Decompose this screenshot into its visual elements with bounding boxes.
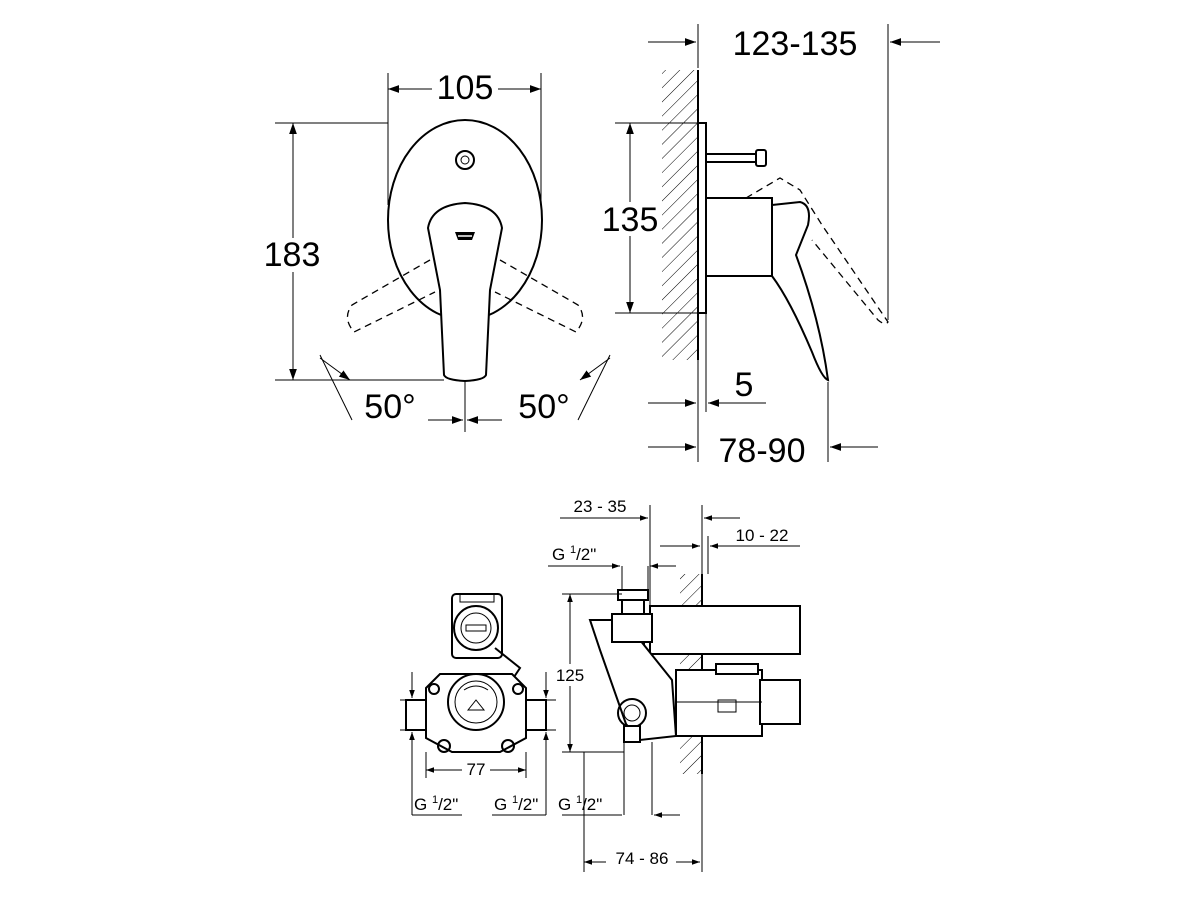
lever-side bbox=[771, 200, 830, 382]
body-width-label: 77 bbox=[467, 760, 486, 779]
angle-right-label: 50° bbox=[518, 388, 569, 426]
plate-depth-label: 5 bbox=[735, 366, 754, 404]
diverter-knob-inner bbox=[460, 155, 470, 165]
body-side-view: 23 - 35 10 - 22 G 1/2" 125 G 1/2" bbox=[548, 497, 801, 872]
projection-label: 123-135 bbox=[733, 25, 858, 63]
thread-left-label: G 1/2" bbox=[414, 794, 458, 814]
depth-top-label: 23 - 35 bbox=[574, 497, 627, 516]
diverter-knob bbox=[455, 150, 475, 170]
angle-left-label: 50° bbox=[364, 388, 415, 426]
top-outlet-disc bbox=[453, 605, 499, 651]
lever-side-dashed bbox=[745, 177, 889, 325]
cartridge-block bbox=[675, 669, 763, 737]
height-label: 183 bbox=[264, 236, 321, 274]
side-plate bbox=[697, 122, 707, 314]
thread-top-label: G 1/2" bbox=[552, 544, 596, 564]
body-housing bbox=[425, 673, 527, 753]
cartridge-disc bbox=[447, 673, 505, 731]
lever-dashed-right bbox=[494, 259, 584, 333]
plate-height-label: 135 bbox=[602, 201, 659, 239]
thread-bottom-label: G 1/2" bbox=[558, 794, 602, 814]
front-view: 105 183 50° 50° bbox=[256, 69, 611, 432]
thread-right-label: G 1/2" bbox=[494, 794, 538, 814]
body-front-view: 77 G 1/2" G 1/2" bbox=[400, 593, 556, 816]
total-depth-label: 74 - 86 bbox=[616, 849, 669, 868]
wall-hatch bbox=[662, 70, 698, 360]
body-height-label: 125 bbox=[556, 666, 584, 685]
depth-right-label: 10 - 22 bbox=[736, 526, 789, 545]
lever-dashed-left bbox=[346, 259, 436, 333]
lever-handle bbox=[426, 201, 504, 383]
diverter-stem bbox=[705, 153, 759, 163]
extension-sleeve bbox=[649, 605, 801, 655]
lever-depth-label: 78-90 bbox=[719, 432, 806, 470]
width-label-text: 105 bbox=[437, 69, 494, 107]
side-view: 123-135 135 5 78-90 bbox=[596, 24, 940, 470]
cartridge-body bbox=[705, 197, 773, 277]
